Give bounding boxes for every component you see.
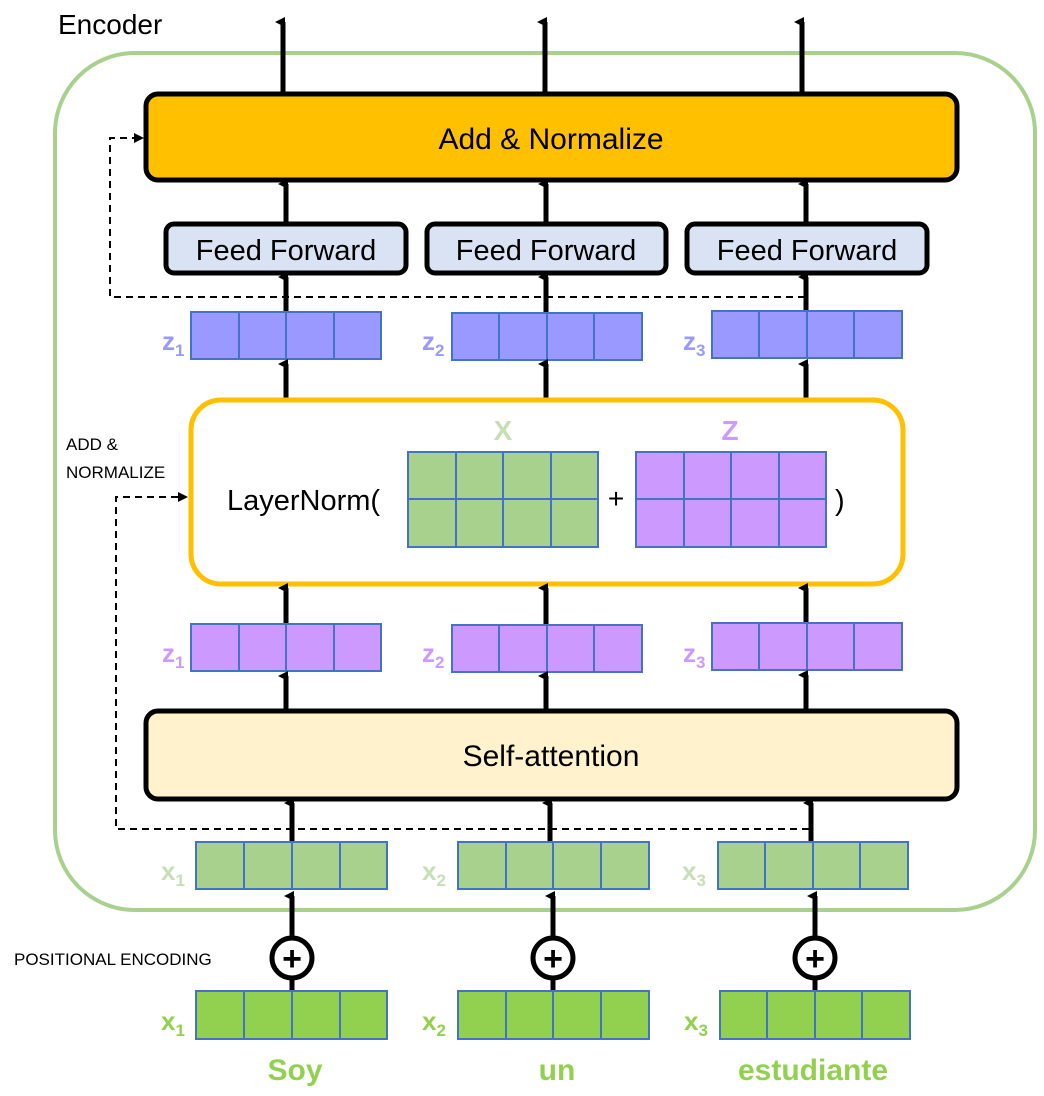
z-mid-label-3: z3 <box>683 638 705 672</box>
x-in-label-2: x2 <box>422 1006 446 1040</box>
z-mid-label-1: z1 <box>162 638 184 672</box>
z-top-vector-2 <box>451 312 643 361</box>
positional-encoding-label: POSITIONAL ENCODING <box>14 950 212 969</box>
z-top-label-1: z1 <box>162 326 184 360</box>
z-top-label-3: z3 <box>683 326 705 360</box>
feed-forward-label-3: Feed Forward <box>717 235 898 267</box>
input-word-1: Soy <box>267 1054 322 1087</box>
feed-forward-1: Feed Forward <box>163 221 409 276</box>
add-normalize-side-label-line1: ADD & <box>66 435 119 454</box>
xenc-to-sa-arrows <box>284 798 814 842</box>
z-matrix <box>635 451 827 548</box>
layernorm-suffix: ) <box>835 485 845 517</box>
layernorm-z-label: Z <box>721 415 738 446</box>
output-arrows <box>275 17 805 93</box>
feed-forward-2: Feed Forward <box>424 221 669 276</box>
ztop-to-ff-arrows <box>278 272 809 313</box>
x-in-vector-2 <box>457 990 650 1040</box>
svg-text:+: + <box>543 940 563 978</box>
z-top-vector-3 <box>711 310 903 359</box>
self-attention-label: Self-attention <box>463 740 640 773</box>
plus-circle-icon-3: + <box>792 935 838 981</box>
input-word-3: estudiante <box>738 1054 888 1087</box>
x-enc-label-1: x1 <box>161 856 185 890</box>
residual-dashed-lower <box>115 492 809 830</box>
add-normalize-block <box>143 91 960 183</box>
sa-to-zmid-arrows <box>278 670 809 711</box>
add-normalize-label: Add & Normalize <box>438 123 663 156</box>
ff-to-addnorm-arrows <box>278 179 809 222</box>
x-enc-label-2: x2 <box>422 856 446 890</box>
layernorm-prefix: LayerNorm( <box>227 485 380 517</box>
feed-forward-label-1: Feed Forward <box>196 235 377 267</box>
feed-forward-3: Feed Forward <box>684 221 930 276</box>
layernorm-to-ztop-arrows <box>278 359 809 399</box>
x-matrix <box>407 451 599 548</box>
plus-circle-icon-2: + <box>530 935 576 981</box>
residual-dashed-upper <box>109 133 805 298</box>
z-mid-vector-2 <box>451 624 643 673</box>
x-in-label-3: x3 <box>684 1006 708 1040</box>
feed-forward-label-2: Feed Forward <box>456 235 637 267</box>
x-in-vector-3 <box>719 990 911 1040</box>
add-normalize-side-label-line2: NORMALIZE <box>66 463 165 482</box>
x-enc-vector-1 <box>195 841 388 890</box>
svg-text:+: + <box>805 940 825 978</box>
plus-circle-icon-1: + <box>269 935 315 981</box>
layernorm-x-label: X <box>494 415 513 446</box>
x-in-vector-1 <box>195 990 388 1040</box>
zmid-to-layernorm-arrows <box>278 583 809 624</box>
svg-text:+: + <box>282 940 302 978</box>
z-mid-vector-3 <box>711 622 903 671</box>
input-word-2: un <box>539 1054 576 1087</box>
layernorm-plus: + <box>608 483 624 514</box>
x-enc-label-3: x3 <box>682 856 706 890</box>
x-in-label-1: x1 <box>161 1006 185 1040</box>
encoder-title: Encoder <box>58 9 162 40</box>
z-top-label-2: z2 <box>422 326 444 360</box>
z-mid-vector-1 <box>190 623 382 672</box>
x-enc-vector-3 <box>717 841 909 890</box>
z-mid-label-2: z2 <box>422 638 444 672</box>
z-top-vector-1 <box>190 311 382 360</box>
x-enc-vector-2 <box>457 841 650 890</box>
